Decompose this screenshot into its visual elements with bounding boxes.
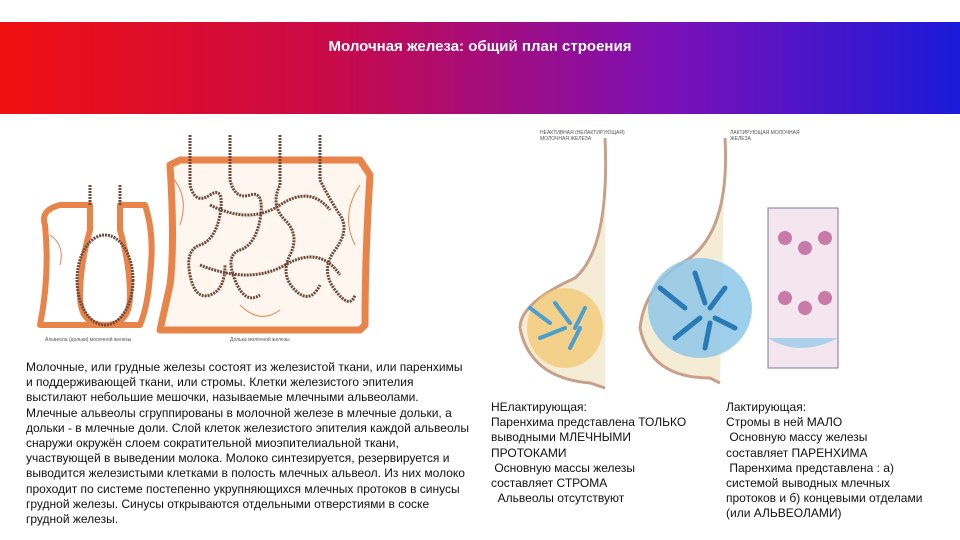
title-banner (0, 22, 960, 114)
breast-cross-section-illustration (518, 137, 839, 390)
nonlact-line: НЕлактирующая: (491, 400, 587, 414)
nonlact-line: ПРОТОКАМИ (491, 445, 567, 460)
lact-line: (или АЛЬВЕОЛАМИ) (726, 506, 842, 521)
alveolus-lobule-illustration (37, 135, 374, 334)
nonlact-line: Основную массы железы (491, 460, 636, 475)
lact-line: Паренхима представлена : а) (726, 460, 894, 475)
lact-line: Стромы в ней МАЛО (726, 415, 843, 430)
caption-single-alveolus: Альвеола (дольки) молочной железы (45, 337, 132, 343)
nonlact-line: Паренхима представлена ТОЛЬКО (491, 415, 687, 430)
lact-line: Основную массу железы (726, 430, 868, 445)
nonlact-line: выводными МЛЕЧНЫМИ (491, 430, 631, 445)
caption-lobule: Долька молочной железы (230, 337, 290, 343)
lact-line: составляет ПАРЕНХИМА (726, 445, 868, 460)
caption-nonlactating: НЕАКТИВНАЯ (НЕЛАКТИРУЮЩАЯ) МОЛОЧНАЯ ЖЕЛЕ… (540, 130, 625, 142)
description-paragraph: Молочные, или грудные железы состоят из … (26, 360, 469, 527)
slide-title: Молочная железа: общий план строения (328, 38, 632, 55)
nonlactating-notes: НЕлактирующая: Паренхима представлена ТО… (491, 400, 686, 506)
lact-line: системой выводных млечных (726, 476, 890, 491)
nonlact-line: составляет СТРОМА (491, 476, 608, 491)
caption-lactating: ЛАКТИРУЮЩАЯ МОЛОЧНАЯ ЖЕЛЕЗА (730, 130, 800, 142)
lactating-notes: Лактирующая: Стромы в ней МАЛО Основную … (726, 400, 922, 522)
nonlact-line: Альвеолы отсутствуют (491, 491, 625, 506)
lact-line: протоков и б) концевыми отделами (726, 491, 923, 506)
lact-line: Лактирующая: (726, 400, 807, 414)
